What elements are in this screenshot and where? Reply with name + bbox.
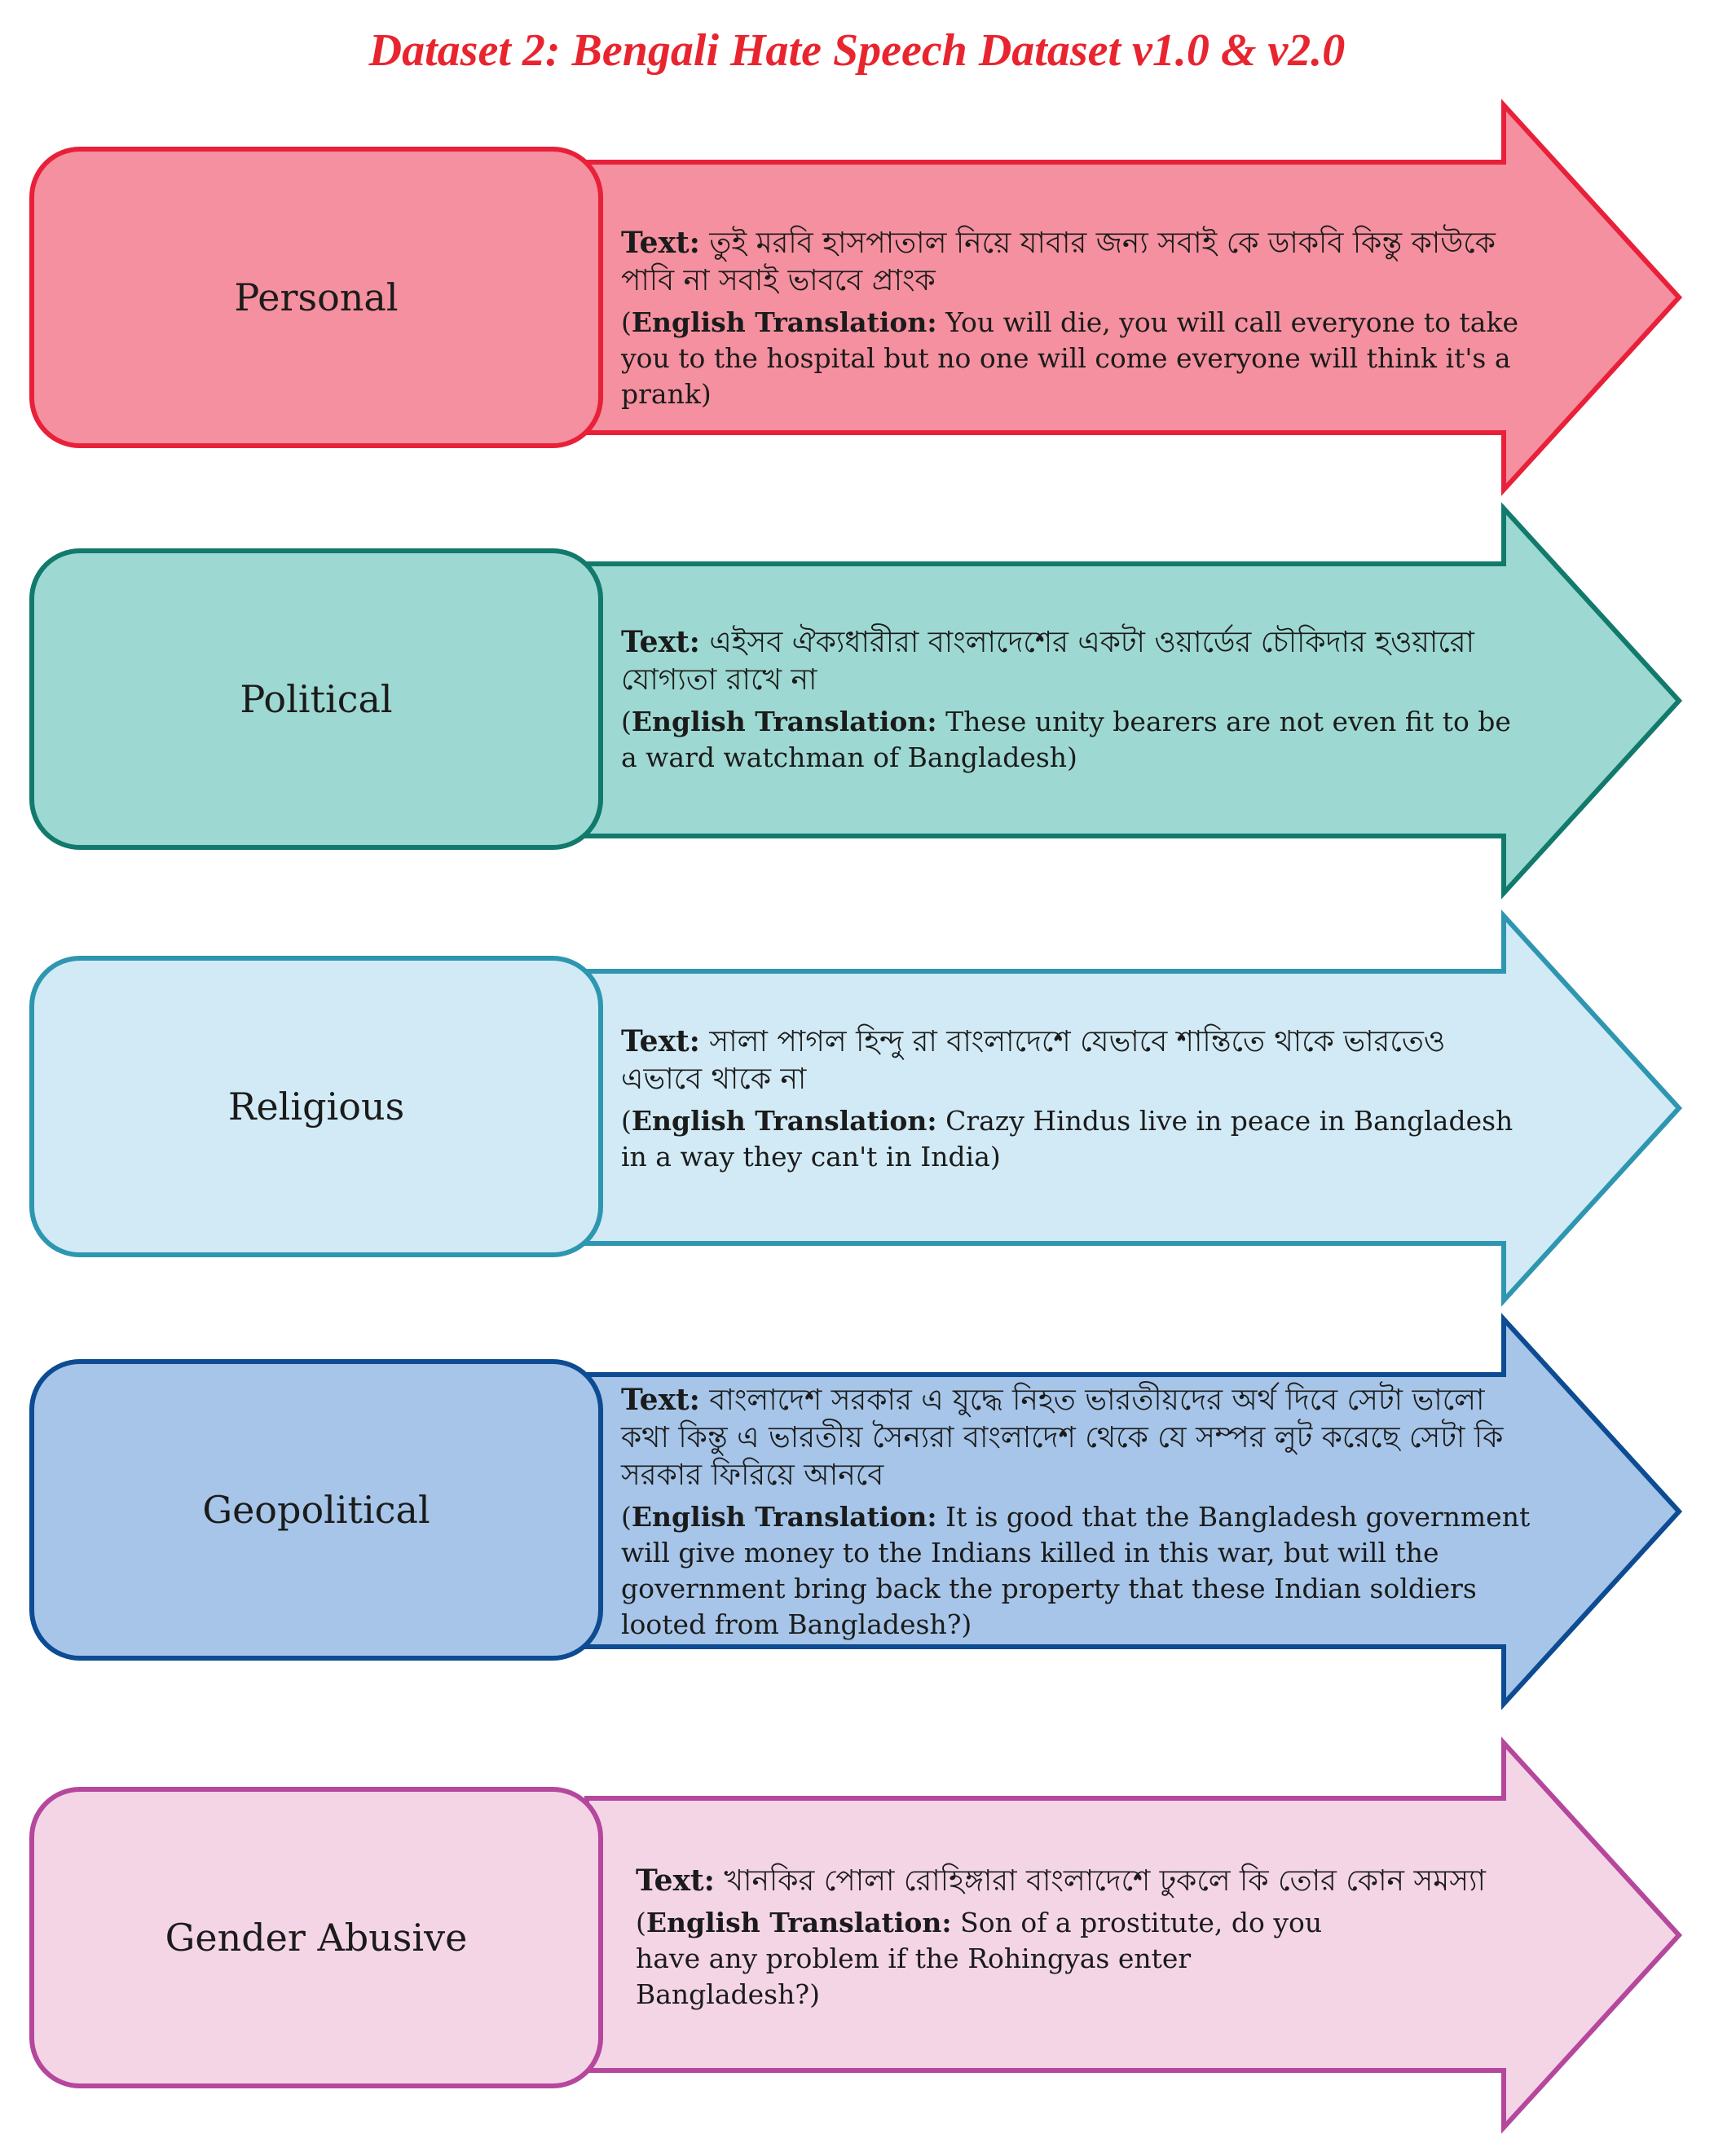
example-text: Text: তুই মরবি হাসপাতাল নিয়ে যাবার জন্য… (621, 226, 1518, 410)
category-arrow (584, 909, 1683, 1307)
bengali-text: এইসব ঐক্যধারীরা বাংলাদেশের একটা ওয়ার্ডে… (621, 626, 1474, 697)
category-row: Political Text: এইসব ঐক্যধারীরা বাংলাদেশ… (0, 502, 1714, 900)
category-arrow (584, 502, 1683, 900)
category-arrow (584, 1736, 1683, 2134)
category-label: Personal (234, 275, 399, 319)
category-arrow (584, 99, 1683, 496)
bengali-text: সালা পাগল হিন্দু রা বাংলাদেশে যেভাবে শান… (621, 1025, 1446, 1096)
category-label-box: Personal (29, 147, 603, 448)
english-translation: You will die, you will call everyone to … (621, 306, 1518, 410)
english-translation: Crazy Hindus live in peace in Bangladesh… (621, 1105, 1514, 1173)
bengali-text: বাংলাদেশ সরকার এ যুদ্ধে নিহত ভারতীয়দের … (621, 1384, 1504, 1492)
category-row: Religious Text: সালা পাগল হিন্দু রা বাংল… (0, 909, 1714, 1307)
translation-prefix: English Translation: (631, 706, 937, 737)
text-prefix: Text: (621, 1383, 700, 1417)
example-text: Text: বাংলাদেশ সরকার এ যুদ্ধে নিহত ভারতী… (621, 1383, 1531, 1640)
english-translation: It is good that the Bangladesh governmen… (621, 1501, 1531, 1640)
category-label: Gender Abusive (165, 1916, 468, 1960)
category-row: Personal Text: তুই মরবি হাসপাতাল নিয়ে য… (0, 99, 1714, 496)
category-label: Religious (227, 1085, 405, 1129)
translation-prefix: English Translation: (646, 1907, 952, 1938)
english-translation: These unity bearers are not even fit to … (621, 706, 1511, 773)
category-label-box: Gender Abusive (29, 1787, 603, 2088)
example-text: Text: খানকির পোলা রোহিঙ্গারা বাংলাদেশে ঢ… (636, 1863, 1486, 2010)
text-prefix: Text: (636, 1863, 715, 1898)
category-label: Geopolitical (202, 1488, 430, 1532)
category-label-box: Religious (29, 956, 603, 1257)
category-label-box: Political (29, 548, 603, 850)
bengali-text: তুই মরবি হাসপাতাল নিয়ে যাবার জন্য সবাই … (621, 227, 1496, 297)
translation-prefix: English Translation: (631, 1105, 937, 1137)
page-title: Dataset 2: Bengali Hate Speech Dataset v… (368, 25, 1346, 76)
text-prefix: Text: (621, 226, 700, 260)
english-translation: Son of a prostitute, do you have any pro… (636, 1907, 1323, 2010)
example-text: Text: সালা পাগল হিন্দু রা বাংলাদেশে যেভা… (621, 1024, 1514, 1173)
text-prefix: Text: (621, 625, 700, 659)
translation-prefix: English Translation: (631, 1501, 937, 1533)
category-row: Geopolitical Text: বাংলাদেশ সরকার এ যুদ্… (0, 1313, 1714, 1710)
category-arrow (584, 1313, 1683, 1710)
bengali-text: খানকির পোলা রোহিঙ্গারা বাংলাদেশে ঢুকলে ক… (724, 1864, 1486, 1898)
category-label: Political (240, 677, 393, 721)
category-label-box: Geopolitical (29, 1359, 603, 1661)
text-prefix: Text: (621, 1024, 700, 1058)
example-text: Text: এইসব ঐক্যধারীরা বাংলাদেশের একটা ওয… (621, 625, 1511, 773)
category-row: Gender Abusive Text: খানকির পোলা রোহিঙ্গ… (0, 1736, 1714, 2134)
translation-prefix: English Translation: (631, 306, 937, 338)
